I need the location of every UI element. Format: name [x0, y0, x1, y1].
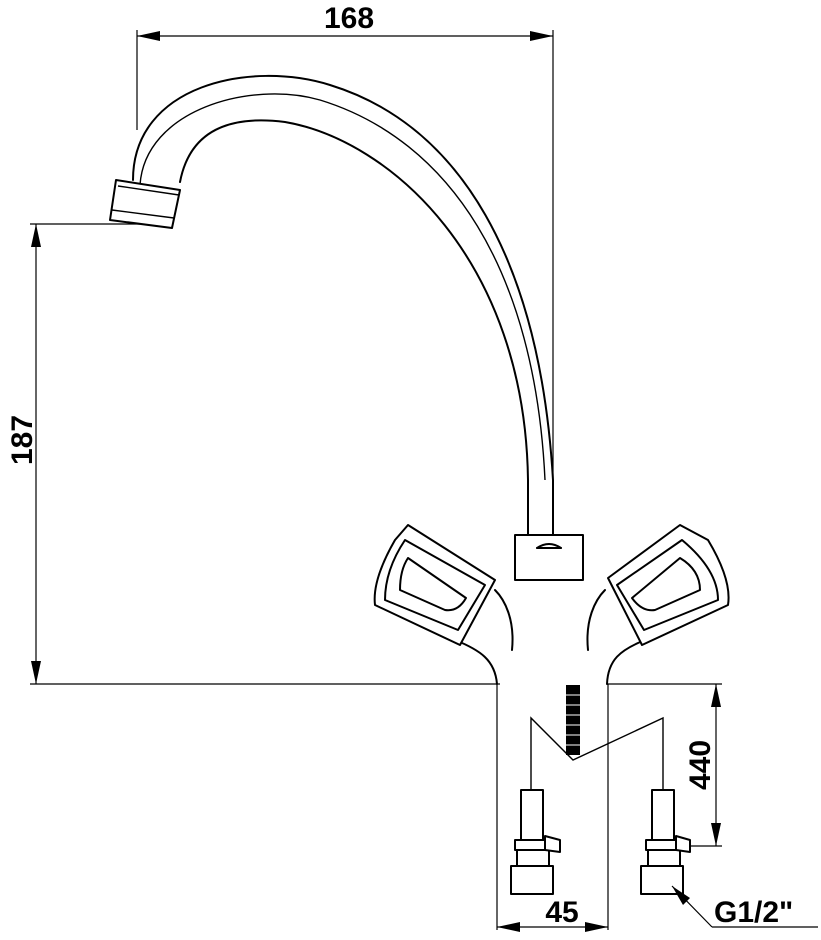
dimension-187: 187 [6, 223, 500, 685]
dimension-168: 168 [136, 2, 554, 545]
right-handle [607, 524, 730, 646]
dimension-label-440: 440 [684, 740, 717, 790]
dimension-label-187: 187 [6, 415, 39, 465]
thread-callout: G1/2" [671, 885, 818, 929]
spout [132, 74, 554, 541]
left-hose-connector [510, 789, 561, 895]
dimension-label-168: 168 [324, 2, 374, 35]
mounting-stud [566, 685, 580, 755]
flexible-hoses [530, 716, 664, 790]
faucet-body [454, 534, 646, 685]
spout-collar [514, 534, 584, 581]
dimension-440: 440 [608, 683, 722, 847]
dimension-45: 45 [497, 896, 608, 932]
left-handle [373, 524, 496, 646]
thread-size-label: G1/2" [714, 896, 793, 929]
dimension-label-45: 45 [545, 896, 578, 929]
right-hose-connector [640, 789, 691, 895]
aerator-nozzle [109, 179, 181, 229]
